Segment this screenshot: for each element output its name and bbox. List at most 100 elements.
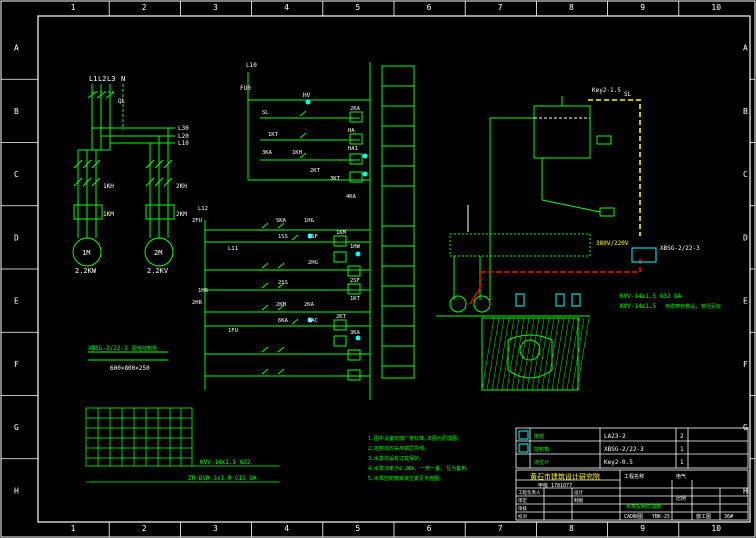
col-ref-top-10: 10 xyxy=(711,3,721,12)
equip-1-name: 按钮 xyxy=(534,433,544,440)
control-label-19: SAC xyxy=(308,318,318,324)
cable-table xyxy=(85,407,280,483)
row-ref-left-E: E xyxy=(14,297,19,306)
row-ref-right-A: A xyxy=(743,44,748,53)
control-label-1: 2KA xyxy=(350,106,361,112)
sensor-3 xyxy=(571,293,581,307)
equip-2-model: XBSG-2/22-3 xyxy=(604,446,644,453)
col-ref-top-6: 6 xyxy=(427,3,432,12)
col-ref-bottom-10: 10 xyxy=(711,524,721,533)
control-indicators xyxy=(305,99,368,341)
col-ref-top-2: 2 xyxy=(142,3,147,12)
title-block-lines xyxy=(515,427,749,521)
cabinet-desc: 配电控制柜 xyxy=(132,345,157,352)
control-label-12: 1KM xyxy=(336,230,347,236)
control-label-25: 2FU xyxy=(192,218,202,224)
row-ref-left-F: F xyxy=(14,360,19,369)
control-label-21: 1KT xyxy=(350,296,361,302)
motor1-rating: 2.2KW xyxy=(75,267,97,275)
control-label-2: 1KT xyxy=(268,132,279,138)
box-label: XBSG-2/22-3 xyxy=(660,245,700,252)
ft1-label: 1KM xyxy=(103,211,114,218)
bus-l30: L30 xyxy=(178,125,189,132)
col-ref-top-4: 4 xyxy=(284,3,289,12)
stage-label: 施工图 xyxy=(696,513,711,520)
drawing-title: 水泵控制原理图 xyxy=(626,503,661,510)
tb-row-5: 设计 xyxy=(574,489,583,496)
sl-label: SL xyxy=(624,91,632,98)
control-label-18: 6KA xyxy=(278,318,289,324)
col-ref-top-1: 1 xyxy=(71,3,76,12)
row-ref-right-H: H xyxy=(743,486,748,495)
control-label-24: L12 xyxy=(198,206,208,212)
col-ref-bottom-4: 4 xyxy=(284,524,289,533)
km1-label: 1KH xyxy=(103,183,114,190)
row-ref-right-E: E xyxy=(743,297,748,306)
pump-schematic xyxy=(436,96,615,391)
control-label-3: 3KA xyxy=(262,150,273,156)
control-label-14: 2SS xyxy=(278,280,288,286)
ft2-label: 2KM xyxy=(176,211,187,218)
control-label-10: 1SS xyxy=(278,234,288,240)
row-ref-right-F: F xyxy=(743,360,748,369)
col-ref-bottom-5: 5 xyxy=(355,524,360,533)
col-ref-top-9: 9 xyxy=(640,3,645,12)
project-label: 工程名称 xyxy=(624,473,644,480)
cabinet-size: 600×800×250 xyxy=(110,365,150,372)
sensor-1 xyxy=(515,293,525,307)
motor2-name: 2M xyxy=(154,249,162,257)
row-ref-right-B: B xyxy=(743,107,748,116)
row-ref-left-G: G xyxy=(14,423,19,432)
power-label: 380V/220V xyxy=(596,240,629,247)
control-label-9: 1HG xyxy=(304,218,314,224)
cable-note: 电缆穿管敷设, 管径另定 xyxy=(665,303,721,310)
row-ref-right-C: C xyxy=(743,170,748,179)
cable-spec: KVV-14x1.5 G32 xyxy=(200,459,251,466)
motor2-rating: 2.2KV xyxy=(147,267,169,275)
row-ref-left-C: C xyxy=(14,170,19,179)
org-cert: 甲级 1701077 xyxy=(538,482,572,489)
note-4: 4.水泵功率为2.2KW, 一用一备, 互为备用。 xyxy=(368,465,471,472)
cable2-label: KVV-14x1.5 xyxy=(620,303,657,310)
control-label-8: 5KA xyxy=(276,218,287,224)
control-label-22: L11 xyxy=(228,246,238,252)
equip-1-qty: 2 xyxy=(680,433,684,440)
control-label-13: 2HG xyxy=(308,260,318,266)
row-ref-right-D: D xyxy=(743,233,748,242)
spec-label: 电气 xyxy=(676,473,686,480)
control-box-symbol xyxy=(631,247,657,263)
control-label-15: 2SF xyxy=(350,278,360,284)
note-2: 2.控制线均采用铜芯导线。 xyxy=(368,445,429,452)
col-ref-bottom-8: 8 xyxy=(569,524,574,533)
bus-l20: L20 xyxy=(178,133,189,140)
pump-hatch xyxy=(481,317,590,391)
row-ref-left-A: A xyxy=(14,44,19,53)
col-ref-bottom-7: 7 xyxy=(498,524,503,533)
tb-row-1: 工程负责人 xyxy=(518,489,541,496)
equip-3-name: 液位计 xyxy=(534,459,549,466)
control-label-16: 2KM xyxy=(276,302,287,308)
control-label-0: SL xyxy=(262,110,269,116)
equip-sym-2 xyxy=(518,443,529,453)
notes: 1.图中设备均按厂家标准,本图为原理图。 2.控制线均采用铜芯导线。 3.水泵均… xyxy=(368,435,471,482)
phase-l3: L3 xyxy=(107,75,115,83)
control-label-30: HA xyxy=(348,128,355,134)
control-label-31: HA1 xyxy=(348,146,358,152)
signal-cable-route xyxy=(588,99,641,236)
phase-l1: L1 xyxy=(89,75,97,83)
tb-row-4: 校对 xyxy=(518,513,527,520)
km2-label: 2KH xyxy=(176,183,187,190)
cable1-label: KVV-14x1.5 G32 DA xyxy=(620,293,682,300)
control-label-20: 2KT xyxy=(336,314,347,320)
note-1: 1.图中设备均按厂家标准,本图为原理图。 xyxy=(368,435,462,442)
phase-l2: L2 xyxy=(98,75,106,83)
control-label-6: 3KT xyxy=(330,176,341,182)
equip-2-qty: 1 xyxy=(680,446,684,453)
control-label-7: 4KA xyxy=(346,194,357,200)
control-label-23: 1FU xyxy=(228,328,238,334)
control-label-4: 1KH xyxy=(292,150,302,156)
control-label-29: 3KA xyxy=(350,330,361,336)
line-spec: ZR-BVR-3x1.0 G15 DA xyxy=(188,475,257,482)
row-ref-left-H: H xyxy=(14,486,19,495)
